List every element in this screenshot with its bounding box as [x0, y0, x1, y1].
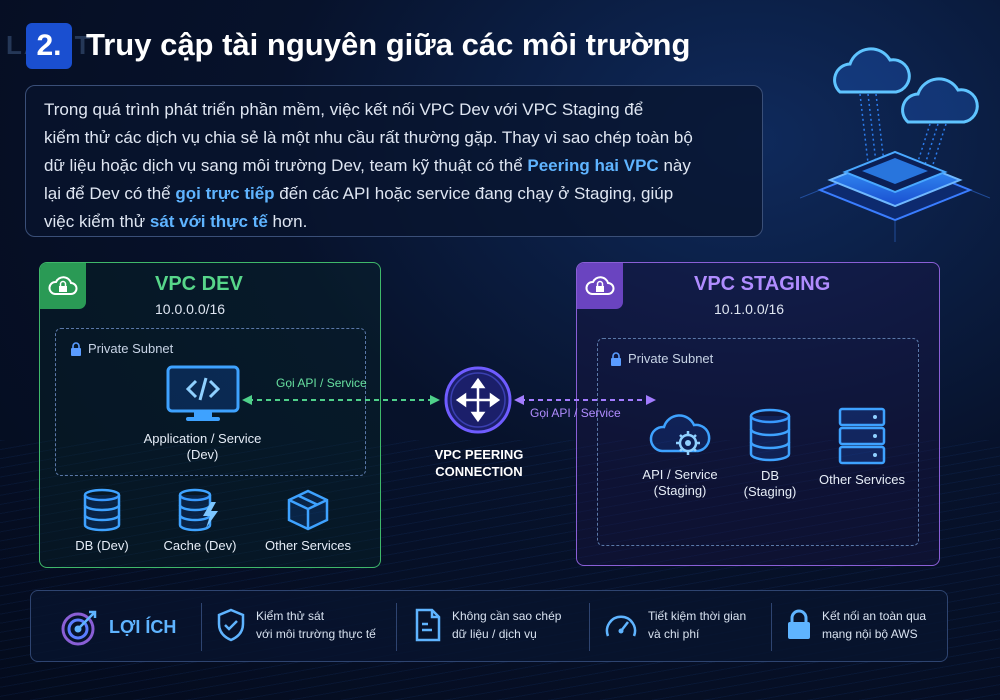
dev-application-node: Application / Service (Dev): [130, 365, 275, 463]
cloud-icon: [833, 47, 979, 124]
peering-connection-label: VPC PEERING CONNECTION: [434, 447, 524, 479]
monitor-code-icon: [166, 365, 239, 421]
cloud-lock-icon: [40, 263, 86, 309]
dev-private-subnet: Private Subnet: [55, 328, 366, 476]
intro-line: kiểm thử các dịch vụ chia sẻ là một nhu …: [44, 128, 693, 147]
subnet-label: Private Subnet: [70, 341, 173, 356]
cloud-platform-illustration: [800, 47, 990, 242]
vpc-staging-title: VPC STAGING: [694, 273, 831, 295]
staging-private-subnet: Private Subnet: [597, 338, 919, 546]
highlight-text: gọi trực tiếp: [175, 184, 275, 203]
peering-router-icon: [444, 366, 512, 434]
staging-db-node: DB (Staging): [730, 408, 810, 500]
dev-db-node: DB (Dev): [62, 488, 142, 554]
lock-icon: [71, 341, 81, 356]
highlight-text: Peering hai VPC: [527, 156, 659, 175]
dev-other-services-node: Other Services: [258, 488, 358, 554]
intro-paragraph: Trong quá trình phát triển phần mềm, việ…: [25, 85, 763, 237]
shield-check-icon: [217, 608, 245, 642]
box-icon: [287, 489, 329, 531]
vpc-dev-title: VPC DEV: [155, 273, 243, 295]
speedometer-icon: [605, 615, 637, 637]
database-icon: [749, 408, 791, 462]
cache-bolt-icon: [178, 488, 218, 532]
page-title: Truy cập tài nguyên giữa các môi trường: [86, 27, 691, 62]
staging-api-node: API / Service (Staging): [630, 405, 730, 499]
lock-icon: [788, 609, 810, 639]
intro-line: lại để Dev có thể gọi trực tiếp đến các …: [44, 184, 674, 203]
subnet-label: Private Subnet: [610, 351, 713, 366]
cloud-gear-icon: [649, 414, 711, 455]
lock-icon: [611, 351, 621, 366]
vpc-staging-box: VPC STAGING 10.1.0.0/16: [576, 262, 940, 566]
highlight-text: sát với thực tế: [149, 212, 268, 231]
cloud-lock-icon: [577, 263, 623, 309]
intro-line: Trong quá trình phát triển phần mềm, việ…: [44, 100, 644, 119]
staging-flow-label: Gọi API / Service: [530, 406, 621, 420]
vpc-dev-cidr: 10.0.0.0/16: [155, 301, 226, 317]
server-icon: [838, 407, 886, 465]
benefits-heading: LỢI ÍCH: [61, 608, 176, 646]
document-icon: [415, 608, 441, 642]
intro-line: dữ liệu hoặc dịch vụ sang môi trường Dev…: [44, 156, 691, 175]
target-icon: [61, 610, 97, 646]
dev-cache-node: Cache (Dev): [160, 488, 240, 554]
section-number-badge: 2.: [26, 23, 72, 69]
vpc-staging-cidr: 10.1.0.0/16: [714, 301, 785, 317]
dev-flow-label: Gọi API / Service: [276, 376, 367, 390]
database-icon: [83, 488, 121, 532]
intro-line: việc kiểm thử sát với thực tế hơn.: [44, 212, 308, 231]
server-stack-icon: [817, 150, 973, 222]
staging-other-services-node: Other Services: [812, 406, 912, 488]
